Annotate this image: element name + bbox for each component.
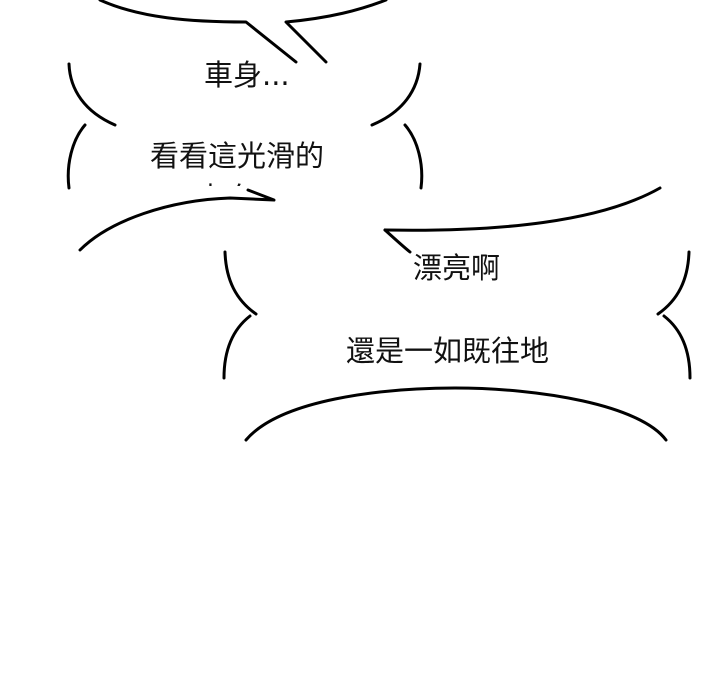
bubble-beautiful-top-edge [383, 186, 662, 232]
bubble-beautiful-right-edge [656, 250, 691, 316]
cut-off-text-clip: 車身 [196, 172, 276, 187]
bubble-lower-top-edge [244, 386, 668, 442]
top-bubble-tail-right [284, 0, 388, 64]
bubble-car-body-right-edge [370, 62, 422, 127]
dialogue-as-always: 還是一如既往地 [346, 334, 550, 368]
dialogue-car-body: 車身... [204, 58, 290, 92]
dialogue-look-at-smooth: 看看這光滑的 [150, 139, 325, 173]
bubble-as-always-left-edge [222, 314, 252, 380]
dialogue-beautiful: 漂亮啊 [413, 251, 501, 285]
dialogue-cut-off: 車身 [196, 184, 254, 187]
bubble-look-left-edge [66, 123, 87, 190]
top-bubble-bottom-edge [98, 0, 298, 64]
bubble-beautiful-left-edge [223, 250, 258, 316]
bubble-as-always-right-edge [662, 314, 692, 380]
bubble-look-right-edge [403, 123, 424, 190]
bubble-beautiful-tail [383, 228, 412, 254]
bubble-lower-left-top-edge [78, 188, 276, 252]
bubble-car-body-left-edge [67, 62, 117, 127]
